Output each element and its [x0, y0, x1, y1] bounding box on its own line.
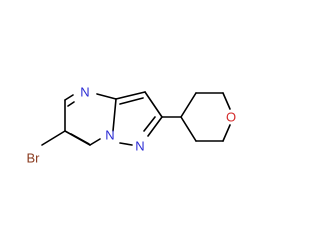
bond-c3a-c3	[115, 91, 146, 100]
atom-n-pyrimidine: N	[80, 85, 89, 100]
atom-bromine: Br	[27, 151, 41, 166]
bond-c2-n1	[147, 116, 163, 137]
bond-c5-n4-inner	[67, 101, 75, 107]
bond-c3a-c3-inner	[119, 97, 144, 105]
pyrimidine-ring-bonds	[64, 93, 117, 146]
bond-n4-c5	[64, 94, 74, 101]
bond-c2-n1-inner	[143, 116, 156, 132]
bond-oxane-1	[180, 92, 197, 118]
atom-n-bridgehead: N	[105, 128, 114, 143]
bond-n8-c3a	[112, 98, 117, 132]
molecule-structure: N N N O Br	[27, 85, 237, 166]
pyrazole-ring-bonds	[115, 91, 163, 146]
bond-oxane-3	[222, 92, 231, 110]
bond-c6-c7-inner	[70, 133, 90, 145]
bond-c3-c2	[144, 91, 163, 118]
atom-labels: N N N O Br	[27, 85, 237, 166]
bond-oxane-6	[180, 116, 197, 142]
bond-c7-n8	[89, 138, 101, 146]
atom-n-pyrazole: N	[135, 139, 144, 154]
substituent-bonds	[41, 92, 231, 146]
atom-o-oxane: O	[226, 110, 236, 125]
bond-n1-n8	[119, 142, 133, 146]
bond-c3a-n4	[96, 93, 117, 100]
bond-oxane-4	[222, 124, 231, 142]
bond-c6-br	[41, 130, 66, 146]
